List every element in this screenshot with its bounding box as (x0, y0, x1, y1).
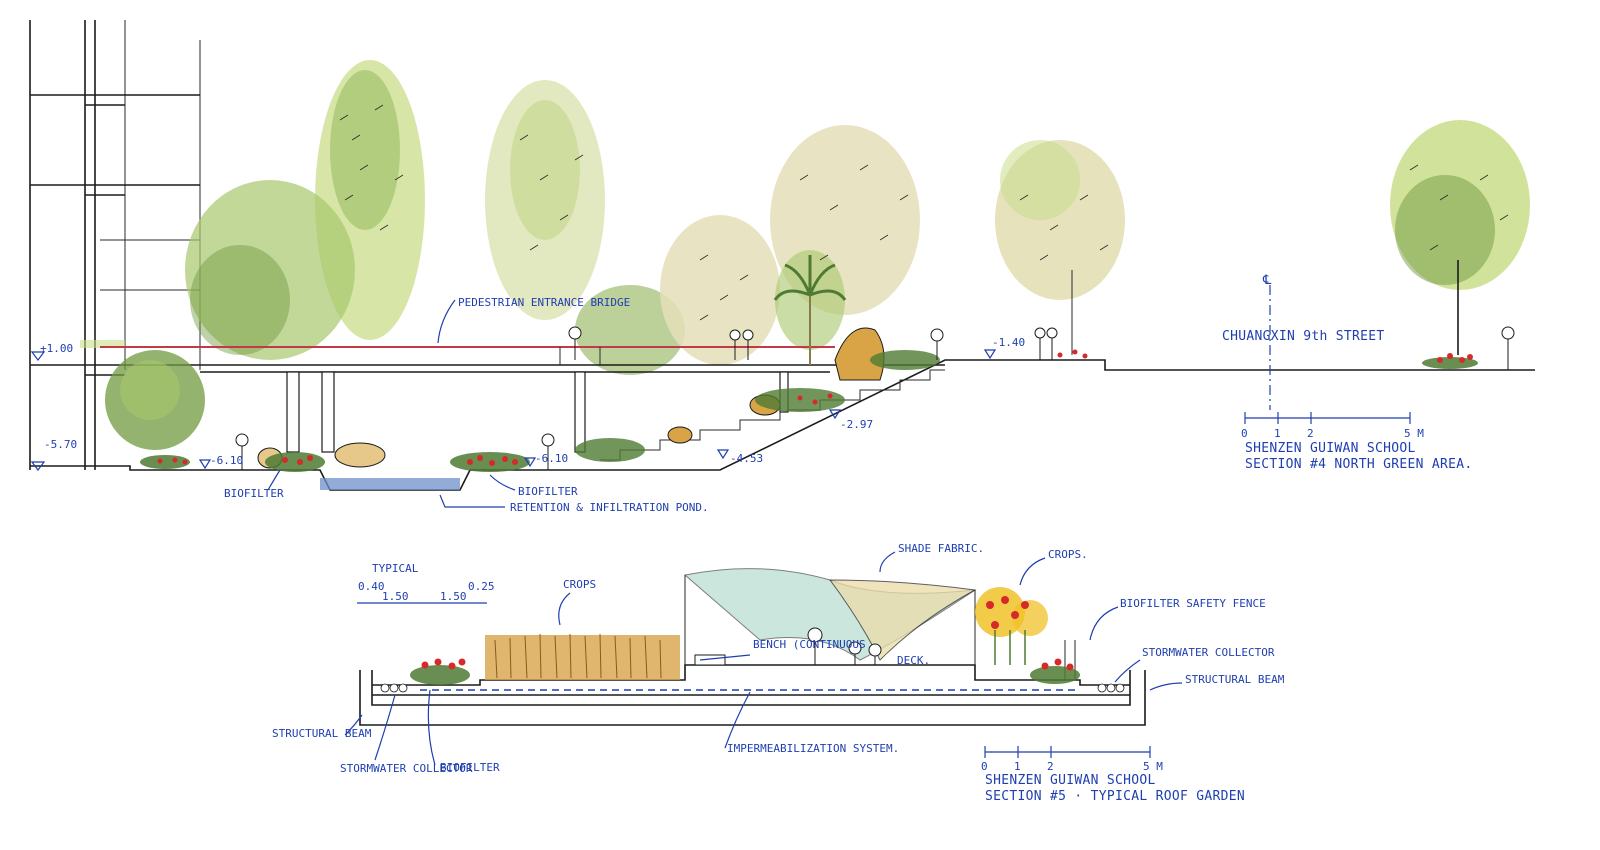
biofilter-left-label: BIOFILTER (224, 487, 284, 500)
elev-street: -1.40 (992, 336, 1025, 349)
biofilter-plants (380, 658, 1125, 693)
elev-slope-mid: -2.97 (840, 418, 873, 431)
section-5-typical-roof-garden: TYPICAL 0.40 0.25 1.50 1.50 CROPS CROPS.… (272, 542, 1285, 804)
bench-and-people (694, 627, 882, 666)
scale4-tick-0: 0 (1241, 427, 1248, 440)
deck-label: DECK. (897, 654, 930, 667)
crops-right-label: CROPS. (1048, 548, 1088, 561)
typical-dimensions: TYPICAL 0.40 0.25 1.50 1.50 (357, 562, 495, 604)
pond-water (320, 478, 460, 490)
pond-label: RETENTION & INFILTRATION POND. (510, 501, 709, 514)
section-4-title-line1: SHENZEN GUIWAN SCHOOL (1245, 441, 1416, 456)
elevation-markers: +1.00 -5.70 -6.10 -6.10 -4.53 -2.97 -1.4… (30, 336, 1025, 471)
biofilter-bottom-label: BIOFILTER (440, 761, 500, 774)
street-label: CHUANGXIN 9th STREET (1222, 329, 1385, 344)
impermeabilization-label: IMPERMEABILIZATION SYSTEM. (727, 742, 899, 755)
section-4-title-line2: SECTION #4 NORTH GREEN AREA. (1245, 457, 1473, 472)
typical-label: TYPICAL (372, 562, 419, 575)
scale5-tick-0: 0 (981, 760, 988, 773)
scale4-tick-5: 5 M (1404, 427, 1424, 440)
tree-hatching (339, 104, 1509, 321)
shade-fabric-label: SHADE FABRIC. (898, 542, 984, 555)
crops-planting (485, 587, 1048, 680)
bench-label: BENCH (CONTINUOUS (753, 638, 866, 651)
people-figures (235, 326, 1515, 470)
red-flowers (157, 349, 1473, 466)
shade-fabric (683, 568, 977, 661)
stormwater-right-label: STORMWATER COLLECTOR (1142, 646, 1275, 659)
section-5-scale-bar: 0 1 2 5 M (981, 746, 1163, 773)
dim-bottom-1: 1.50 (382, 590, 409, 603)
centerline-symbol: ℄ (1262, 273, 1272, 288)
scale5-tick-5: 5 M (1143, 760, 1163, 773)
scale4-tick-1: 1 (1274, 427, 1281, 440)
structural-left-label: STRUCTURAL BEAM (272, 727, 372, 740)
section-5-title-line1: SHENZEN GUIWAN SCHOOL (985, 773, 1156, 788)
structural-right-label: STRUCTURAL BEAM (1185, 673, 1285, 686)
dim-top-right: 0.25 (468, 580, 495, 593)
biofilter-fence-label: BIOFILTER SAFETY FENCE (1120, 597, 1266, 610)
palm-tree (773, 255, 847, 365)
building-facade (29, 20, 201, 470)
section-5-title-line2: SECTION #5 · TYPICAL ROOF GARDEN (985, 789, 1245, 804)
bridge-label: PEDESTRIAN ENTRANCE BRIDGE (458, 296, 630, 309)
biofilter-right-label: BIOFILTER (518, 485, 578, 498)
crops-left-label: CROPS (563, 578, 596, 591)
background-trees (105, 60, 1530, 450)
section-4-north-green-area: ℄ +1.00 -5.70 -6.10 -6.10 -4.53 -2.97 -1… (29, 20, 1535, 514)
elev-left-low: -5.70 (44, 438, 77, 451)
stormwater-left-label: STORMWATER COLLECTOR (340, 762, 473, 775)
scale5-tick-1: 1 (1014, 760, 1021, 773)
section-5-labels: CROPS CROPS. SHADE FABRIC. BENCH (CONTIN… (272, 542, 1285, 775)
scale4-tick-2: 2 (1307, 427, 1314, 440)
dim-top-left: 0.40 (358, 580, 385, 593)
ground-profile (30, 359, 1535, 491)
elev-left-high: +1.00 (40, 342, 73, 355)
elev-pond-left: -6.10 (210, 454, 243, 467)
street-centerline: ℄ (1262, 273, 1272, 410)
elev-pond-right: -6.10 (535, 452, 568, 465)
section-4-scale-bar: 0 1 2 5 M (1241, 412, 1424, 440)
scale5-tick-2: 2 (1047, 760, 1054, 773)
dim-bottom-2: 1.50 (440, 590, 467, 603)
section-4-labels: PEDESTRIAN ENTRANCE BRIDGE CHUANGXIN 9th… (224, 296, 1385, 514)
elev-slope-low: -4.53 (730, 452, 763, 465)
